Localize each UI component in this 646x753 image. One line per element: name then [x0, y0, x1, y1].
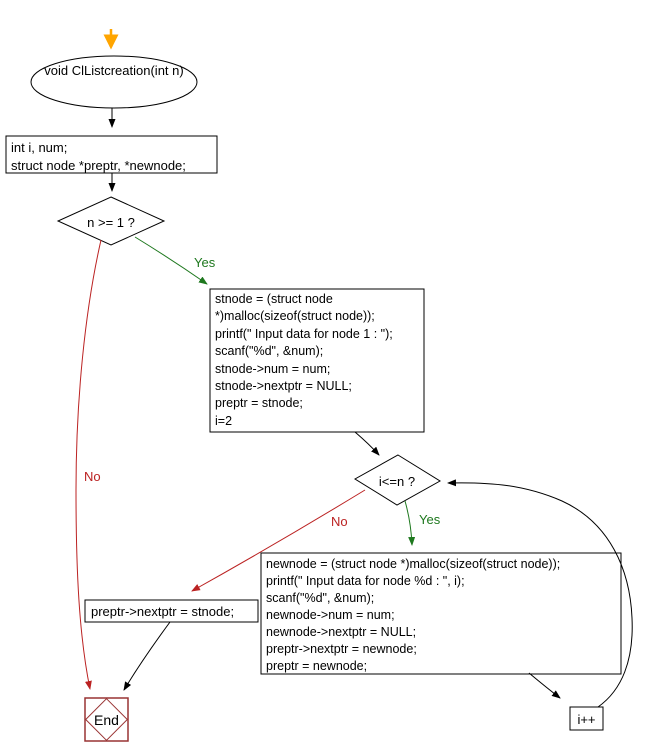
loop-box: [260, 552, 622, 675]
increment-label: i++: [577, 712, 596, 727]
increment-box: [569, 706, 604, 731]
link-label: preptr->nextptr = stnode;: [91, 604, 235, 619]
edge-init-to-decision-i: [354, 431, 380, 456]
decision-i-diamond: [354, 454, 441, 506]
start-label: void ClListcreation(int n): [44, 63, 184, 78]
end-label: End: [94, 712, 119, 728]
declare-box: [5, 135, 218, 174]
link-box: [84, 599, 259, 623]
edge-label-yes-1: Yes: [194, 255, 216, 270]
init-box: [209, 288, 425, 433]
edge-link-to-end: [123, 621, 171, 691]
edge-loop-to-increment: [528, 672, 561, 699]
edge-decision-i-yes: [404, 500, 416, 546]
end-terminator-diamond: [84, 697, 129, 742]
decision-n-diamond: [56, 196, 166, 246]
edge-label-yes-2: Yes: [419, 512, 441, 527]
declare-label: int i, num; struct node *preptr, *newnod…: [11, 140, 186, 173]
edge-increment-to-decision-i: [447, 479, 633, 708]
init-label: stnode = (struct node *)malloc(sizeof(st…: [215, 292, 393, 428]
edge-decision-i-no: [191, 489, 366, 592]
loop-label: newnode = (struct node *)malloc(sizeof(s…: [266, 557, 561, 673]
edge-label-no-2: No: [331, 514, 348, 529]
edge-decision-n-no: [75, 239, 102, 690]
decision-n-label: n >= 1 ?: [87, 215, 135, 230]
start-ellipse: [30, 55, 198, 109]
decision-i-label: i<=n ?: [378, 474, 416, 489]
edge-decision-n-yes: [134, 236, 208, 285]
edge-label-no-1: No: [84, 469, 101, 484]
